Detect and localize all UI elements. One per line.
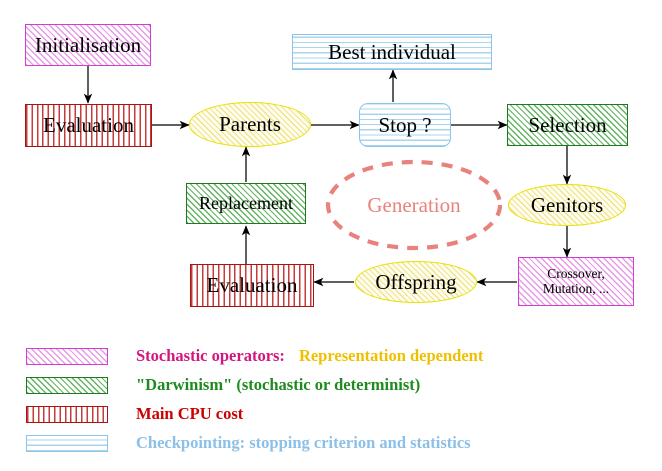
node-evaluation-top[interactable]: Evaluation <box>25 104 152 147</box>
legend-text-darwinism: "Darwinism" (stochastic or determinist) <box>136 375 421 394</box>
legend-swatch-red-vertical-stripes-icon <box>26 405 108 423</box>
node-best-individual[interactable]: Best individual <box>292 34 492 70</box>
legend: Stochastic operators: Representation depe… <box>0 339 662 459</box>
legend-swatch-magenta-diagonal-hatch-icon <box>26 347 108 365</box>
node-offspring-label: Offspring <box>375 269 457 294</box>
node-selection[interactable]: Selection <box>507 104 628 146</box>
node-generation: Generation <box>328 183 500 227</box>
node-offspring[interactable]: Offspring <box>355 261 477 303</box>
node-parents[interactable]: Parents <box>189 102 311 147</box>
node-replacement[interactable]: Replacement <box>186 183 306 224</box>
node-best-individual-label: Best individual <box>328 39 456 64</box>
legend-row-stochastic: Stochastic operators: Representation depe… <box>0 343 483 369</box>
legend-text-stochastic-secondary: Representation dependent <box>298 346 484 365</box>
legend-row-checkpointing: Checkpointing: stopping criterion and st… <box>0 430 471 456</box>
node-parents-label: Parents <box>219 112 281 137</box>
legend-swatch-blue-horizontal-stripes-icon <box>26 434 108 452</box>
node-crossover-mutation[interactable]: Crossover, Mutation, ... <box>518 257 634 306</box>
node-genitors[interactable]: Genitors <box>508 184 626 226</box>
node-crossover-line1: Crossover, <box>547 266 605 282</box>
node-evaluation-bottom[interactable]: Evaluation <box>190 264 314 307</box>
node-stop-label: Stop ? <box>378 112 432 137</box>
node-selection-label: Selection <box>528 112 607 137</box>
legend-row-cpu-cost: Main CPU cost <box>0 401 243 427</box>
node-stop[interactable]: Stop ? <box>359 103 451 147</box>
legend-text-stochastic: Stochastic operators: Representation depe… <box>136 346 483 366</box>
legend-text-cpu-cost: Main CPU cost <box>136 404 244 423</box>
legend-row-darwinism: "Darwinism" (stochastic or determinist) <box>0 372 420 398</box>
node-initialisation[interactable]: Initialisation <box>25 24 151 66</box>
legend-swatch-green-diagonal-hatch-icon <box>26 376 108 394</box>
node-crossover-line2: Mutation, ... <box>542 280 610 296</box>
generation-dashed-ellipse <box>325 159 503 251</box>
node-evaluation-top-label: Evaluation <box>43 113 134 138</box>
node-initialisation-label: Initialisation <box>34 32 142 57</box>
node-evaluation-bottom-label: Evaluation <box>206 273 298 298</box>
node-replacement-label: Replacement <box>199 193 293 214</box>
legend-text-checkpointing: Checkpointing: stopping criterion and st… <box>136 433 471 452</box>
legend-text-stochastic-primary: Stochastic operators: <box>136 346 285 365</box>
node-generation-label: Generation <box>367 192 461 217</box>
node-genitors-label: Genitors <box>530 192 604 217</box>
